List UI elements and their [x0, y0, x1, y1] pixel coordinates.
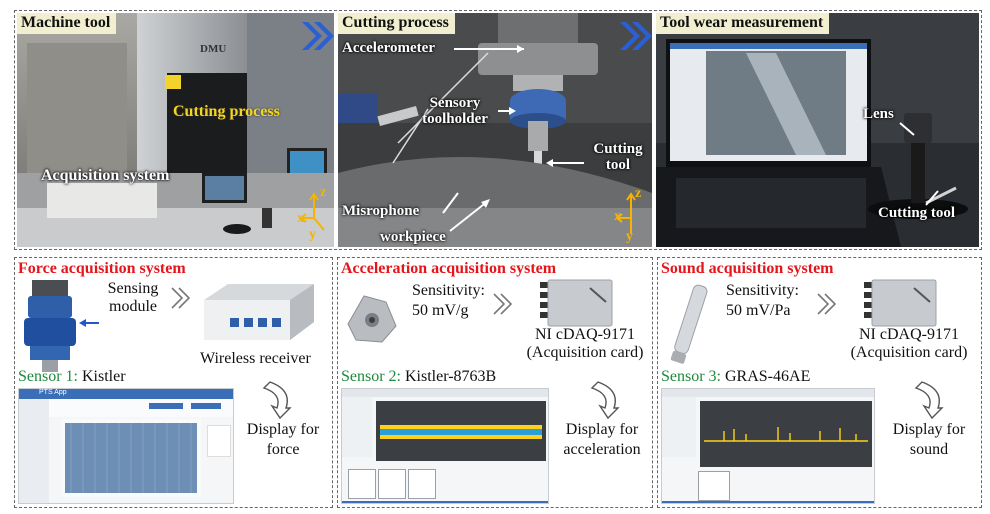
chevron-right-icon: [302, 22, 334, 50]
axis-y-1: y: [309, 227, 316, 242]
chevron-outline-icon: [817, 293, 837, 315]
machine-brand: DMU: [200, 43, 227, 55]
force-section: [14, 257, 333, 508]
axis-y-2: y: [626, 229, 633, 244]
axis-z-1: z: [320, 185, 327, 200]
label-acquisition-system: Acquisition system: [41, 167, 170, 184]
acceleration-section-title: Acceleration acquisition system: [341, 260, 557, 277]
callout-arrows: [442, 45, 584, 232]
sound-section: [657, 257, 982, 508]
force-display-screen: PTS App: [18, 388, 234, 504]
chevron-outline-icon: [493, 293, 513, 315]
label-accelerometer: Accelerometer: [342, 40, 435, 56]
cutting-process-illustration: [338, 13, 652, 247]
chevron-right-icon: [620, 22, 652, 50]
sound-sensitivity-label: Sensitivity:: [726, 282, 799, 299]
tool-wear-illustration: [656, 13, 979, 247]
microphone-image: [670, 284, 708, 364]
sound-sensitivity-value: 50 mV/Pa: [726, 302, 791, 319]
wireless-receiver-label: Wireless receiver: [200, 350, 311, 367]
sensor-1-label: Sensor 1: Kistler: [18, 368, 126, 385]
acceleration-section: [337, 257, 653, 508]
sensory-toolholder-image: [24, 280, 76, 372]
label-cutting-process: Cutting process: [173, 103, 280, 120]
axis-x-1: x: [297, 211, 304, 226]
axis-triad-1: [300, 192, 325, 231]
machine-tool-illustration: [17, 13, 334, 247]
sensor-3-label: Sensor 3: GRAS-46AE: [661, 368, 811, 385]
photo-title-cutting-process: Cutting process: [338, 13, 455, 34]
callout-arrows-3: [899, 122, 939, 206]
photo-title-machine-tool: Machine tool: [17, 13, 117, 34]
display-force-label: Display for force: [246, 421, 320, 458]
tool-wear-photo: Tool wear measurement Lens Cutting tool: [656, 13, 979, 247]
accel-sensitivity-label: Sensitivity:: [412, 282, 485, 299]
axis-x-2: x: [614, 209, 621, 224]
sound-card-label: NI cDAQ-9171(Acquisition card): [850, 326, 968, 361]
acceleration-signal: [376, 401, 546, 461]
label-workpiece: workpiece: [380, 229, 446, 245]
curved-arrow-icon: [262, 381, 292, 420]
label-cutting-tool-2: Cutting tool: [878, 205, 956, 221]
wireless-receiver-image: [204, 284, 314, 340]
sound-display-screen: [661, 388, 875, 504]
sensing-module-label: Sensing module: [107, 280, 159, 315]
cutting-process-photo: Cutting process Accelerometer Sensory to…: [338, 13, 652, 247]
display-acceleration-label: Display for acceleration: [563, 421, 641, 458]
top-frame: [14, 10, 982, 250]
sound-section-title: Sound acquisition system: [661, 260, 834, 277]
accel-sensitivity-value: 50 mV/g: [412, 302, 469, 319]
machine-tool-photo: Machine tool DMU Cutting process Acquisi…: [17, 13, 334, 247]
label-lens: Lens: [863, 106, 894, 122]
accel-card-label: NI cDAQ-9171(Acquisition card): [526, 326, 644, 361]
acceleration-display-screen: [341, 388, 549, 504]
sensor-2-label: Sensor 2: Kistler-8763B: [341, 368, 497, 385]
photo-title-tool-wear: Tool wear measurement: [656, 13, 830, 34]
chevron-outline-icon: [171, 287, 191, 309]
sound-signal: [700, 401, 872, 467]
ni-cdaq-card-image: [864, 279, 937, 327]
arrow-left-icon: [79, 319, 99, 327]
ni-cdaq-card-image: [540, 279, 613, 327]
axis-z-2: z: [635, 186, 642, 201]
display-sound-label: Display for sound: [892, 421, 966, 458]
label-sensory-toolholder: Sensory toolholder: [422, 95, 488, 127]
label-cutting-tool: Cutting tool: [593, 141, 643, 173]
axis-triad-2: [615, 192, 636, 234]
accelerometer-image: [347, 295, 397, 343]
label-microphone: Misrophone: [342, 203, 420, 219]
force-app-title: PTS App: [39, 389, 67, 396]
curved-arrow-icon: [914, 381, 944, 420]
force-section-title: Force acquisition system: [18, 260, 186, 277]
force-signal: [61, 419, 201, 497]
curved-arrow-icon: [590, 381, 620, 420]
